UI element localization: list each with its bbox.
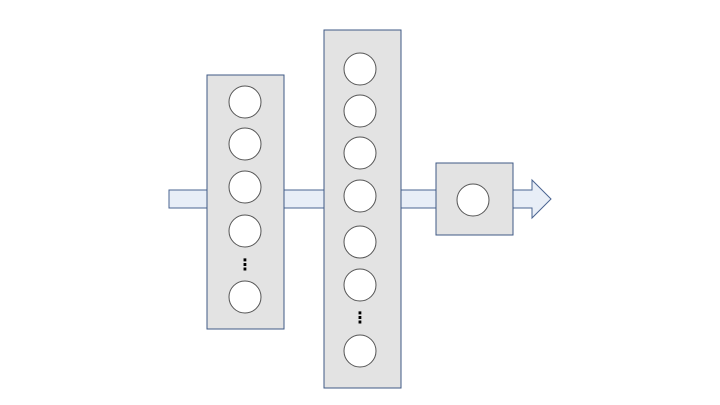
- layer-1-ellipsis: ⋮: [237, 255, 253, 274]
- layer-1-node: [228, 85, 262, 119]
- layer-2-node: [343, 94, 377, 128]
- layer-2-node: [343, 268, 377, 302]
- layer-1-node: [228, 170, 262, 204]
- layer-1-node: [228, 127, 262, 161]
- layer-1: ⋮: [206, 74, 285, 330]
- layer-2-node: [343, 52, 377, 86]
- layer-2-node: [343, 136, 377, 170]
- layer-2-node: [343, 179, 377, 213]
- layer-2-ellipsis: ⋮: [352, 308, 368, 327]
- layer-2: ⋮: [323, 29, 402, 389]
- layer-2-node: [343, 225, 377, 259]
- layer-1-node: [228, 214, 262, 248]
- output-layer: [435, 162, 514, 236]
- output-node: [456, 183, 490, 217]
- layer-1-node: [228, 280, 262, 314]
- layer-2-node: [343, 334, 377, 368]
